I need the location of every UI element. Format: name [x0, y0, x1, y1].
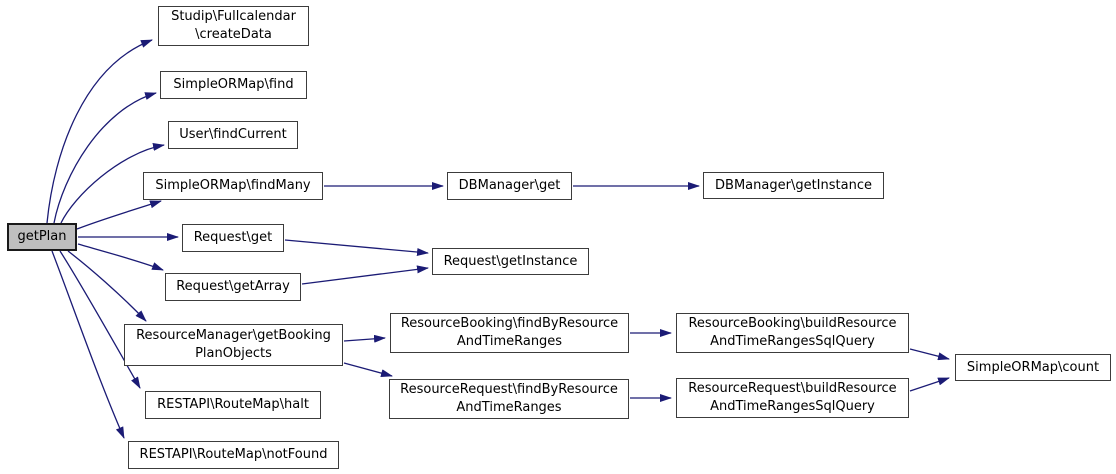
node-resourcebooking-findbyresourceandtimeranges[interactable]: ResourceBooking\findByResource AndTimeRa…	[390, 313, 629, 353]
node-request-getinstance[interactable]: Request\getInstance	[432, 248, 589, 275]
edge-getarray-getinstance	[301, 265, 429, 285]
edge-rrbuild-count	[909, 377, 950, 392]
edge-getplan-createdata	[46, 39, 153, 224]
node-simpleormap-find[interactable]: SimpleORMap\find	[160, 71, 307, 99]
edge-getplan-notfound	[51, 250, 125, 439]
node-simpleormap-count[interactable]: SimpleORMap\count	[955, 354, 1111, 381]
node-restapi-routemap-notfound[interactable]: RESTAPI\RouteMap\notFound	[128, 441, 339, 469]
edge-requestget-getinstance	[284, 239, 429, 256]
node-user-findcurrent[interactable]: User\findCurrent	[168, 121, 298, 149]
node-dbmanager-getinstance[interactable]: DBManager\getInstance	[703, 172, 884, 199]
edge-resourcemanager-rbfindby	[343, 334, 386, 343]
node-request-get[interactable]: Request\get	[182, 224, 284, 252]
edge-getplan-find	[53, 92, 157, 224]
edge-getplan-findmany	[76, 200, 162, 230]
edge-getplan-resourcemanager	[67, 250, 147, 322]
edge-getplan-getarray	[77, 243, 164, 271]
edge-rbbuild-count	[909, 348, 950, 361]
edge-getplan-halt	[59, 250, 141, 389]
edge-resourcemanager-rrfindby	[343, 362, 393, 377]
node-resourcebooking-buildresourceandtimerangessqlquery[interactable]: ResourceBooking\buildResource AndTimeRan…	[676, 313, 909, 353]
node-resourcemanager-getbookingplanobjects[interactable]: ResourceManager\getBooking PlanObjects	[124, 324, 343, 366]
node-studip-fullcalendar-createdata[interactable]: Studip\Fullcalendar \createData	[158, 6, 309, 46]
edge-getplan-findcurrent	[60, 143, 165, 224]
node-dbmanager-get[interactable]: DBManager\get	[447, 172, 572, 200]
node-resourcerequest-buildresourceandtimerangessqlquery[interactable]: ResourceRequest\buildResource AndTimeRan…	[676, 378, 909, 418]
node-restapi-routemap-halt[interactable]: RESTAPI\RouteMap\halt	[145, 391, 321, 419]
node-resourcerequest-findbyresourceandtimeranges[interactable]: ResourceRequest\findByResource AndTimeRa…	[389, 379, 629, 419]
node-getplan: getPlan	[7, 223, 77, 251]
node-simpleormap-findmany[interactable]: SimpleORMap\findMany	[143, 172, 323, 200]
node-request-getarray[interactable]: Request\getArray	[165, 273, 301, 301]
